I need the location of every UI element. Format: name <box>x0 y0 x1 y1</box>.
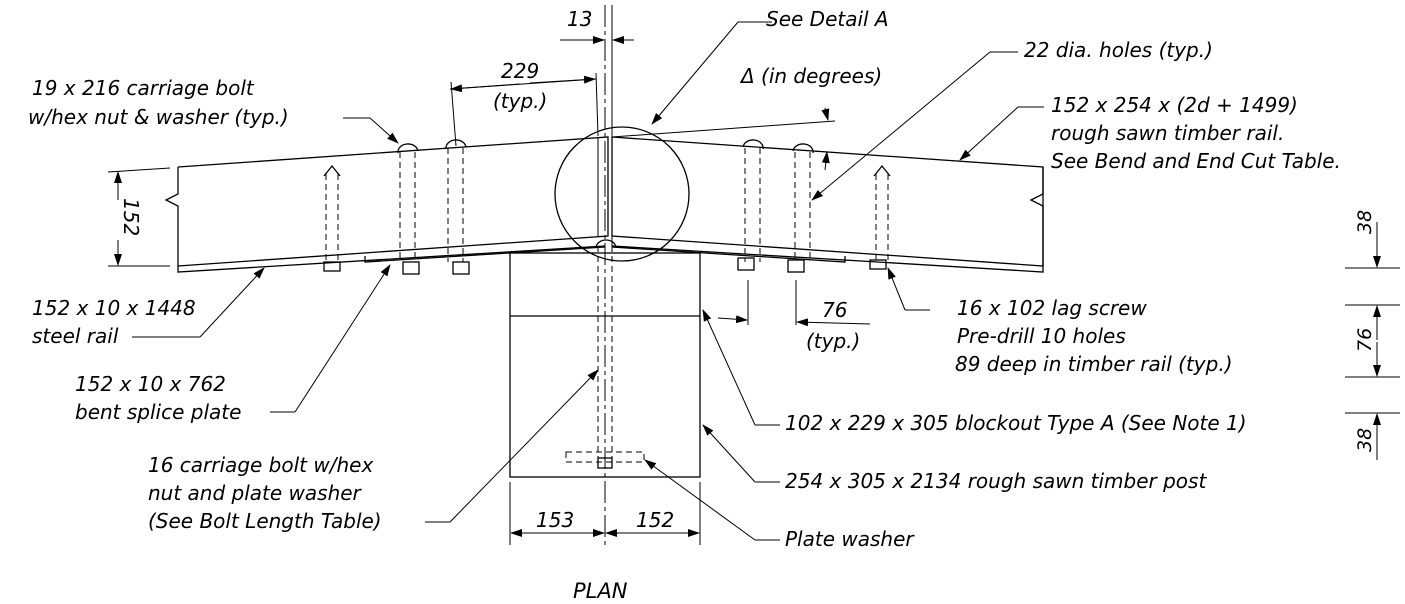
drawing-title: PLAN <box>573 579 628 603</box>
dim-229 <box>449 72 599 147</box>
dim-152-rail <box>107 167 171 267</box>
post-bolt-label-3: (See Bolt Length Table) <box>148 509 382 533</box>
holes-label: 22 dia. holes (typ.) <box>1024 38 1213 62</box>
see-detail-a-label: See Detail A <box>766 7 889 31</box>
dim-152-post-label: 152 <box>636 508 674 532</box>
leaders <box>132 21 1044 541</box>
post-bolt-label-1: 16 carriage bolt w/hex <box>148 453 373 477</box>
timber-rail-left <box>164 136 609 267</box>
bolt-group-right <box>737 139 891 273</box>
detail-a-circle <box>554 126 690 262</box>
right-dim-38-top: 38 <box>1354 210 1376 234</box>
dim-229-typ-label: (typ.) <box>493 89 547 113</box>
timber-rail-label-1: 152 x 254 x (2d + 1499) <box>1051 93 1298 117</box>
dim-229-label: 229 <box>501 59 539 83</box>
dim-post-width <box>509 482 701 545</box>
lag-screw-label-2: Pre-drill 10 holes <box>957 324 1126 348</box>
dim-152-rail-label: 152 <box>119 198 143 236</box>
right-dim-76: 76 <box>1354 328 1376 352</box>
steel-rail <box>177 245 1044 273</box>
steel-rail-label-1: 152 x 10 x 1448 <box>32 296 196 320</box>
dim-right-stack <box>1345 222 1400 460</box>
timber-post <box>509 239 701 478</box>
steel-rail-label-2: steel rail <box>32 324 119 348</box>
dim-76-label: 76 <box>822 298 847 322</box>
dim-angle <box>611 107 836 171</box>
angle-label: Δ (in degrees) <box>739 64 882 88</box>
dim-153-label: 153 <box>536 508 574 532</box>
dim-76-typ-label: (typ.) <box>806 329 860 353</box>
timber-rail-label-2: rough sawn timber rail. <box>1051 121 1284 145</box>
post-label: 254 x 305 x 2134 rough sawn timber post <box>785 469 1207 493</box>
carriage-bolt-label-1: 19 x 216 carriage bolt <box>32 76 255 100</box>
splice-plate-label-2: bent splice plate <box>75 400 241 424</box>
dim-76 <box>717 280 871 327</box>
right-dim-38-bot: 38 <box>1354 428 1376 452</box>
bolt-group-left <box>323 139 470 275</box>
lag-screw-label-1: 16 x 102 lag screw <box>957 296 1147 320</box>
plate-washer-label: Plate washer <box>785 527 915 551</box>
lag-screw-label-3: 89 deep in timber rail (typ.) <box>955 352 1233 376</box>
blockout-label: 102 x 229 x 305 blockout Type A (See Not… <box>785 411 1247 435</box>
timber-rail-label-3: See Bend and End Cut Table. <box>1051 149 1341 173</box>
splice-plate-label-1: 152 x 10 x 762 <box>75 372 226 396</box>
post-bolt-label-2: nut and plate washer <box>148 481 363 505</box>
carriage-bolt-label-2: w/hex nut & washer (typ.) <box>28 105 289 129</box>
dim-13-label: 13 <box>567 7 592 31</box>
